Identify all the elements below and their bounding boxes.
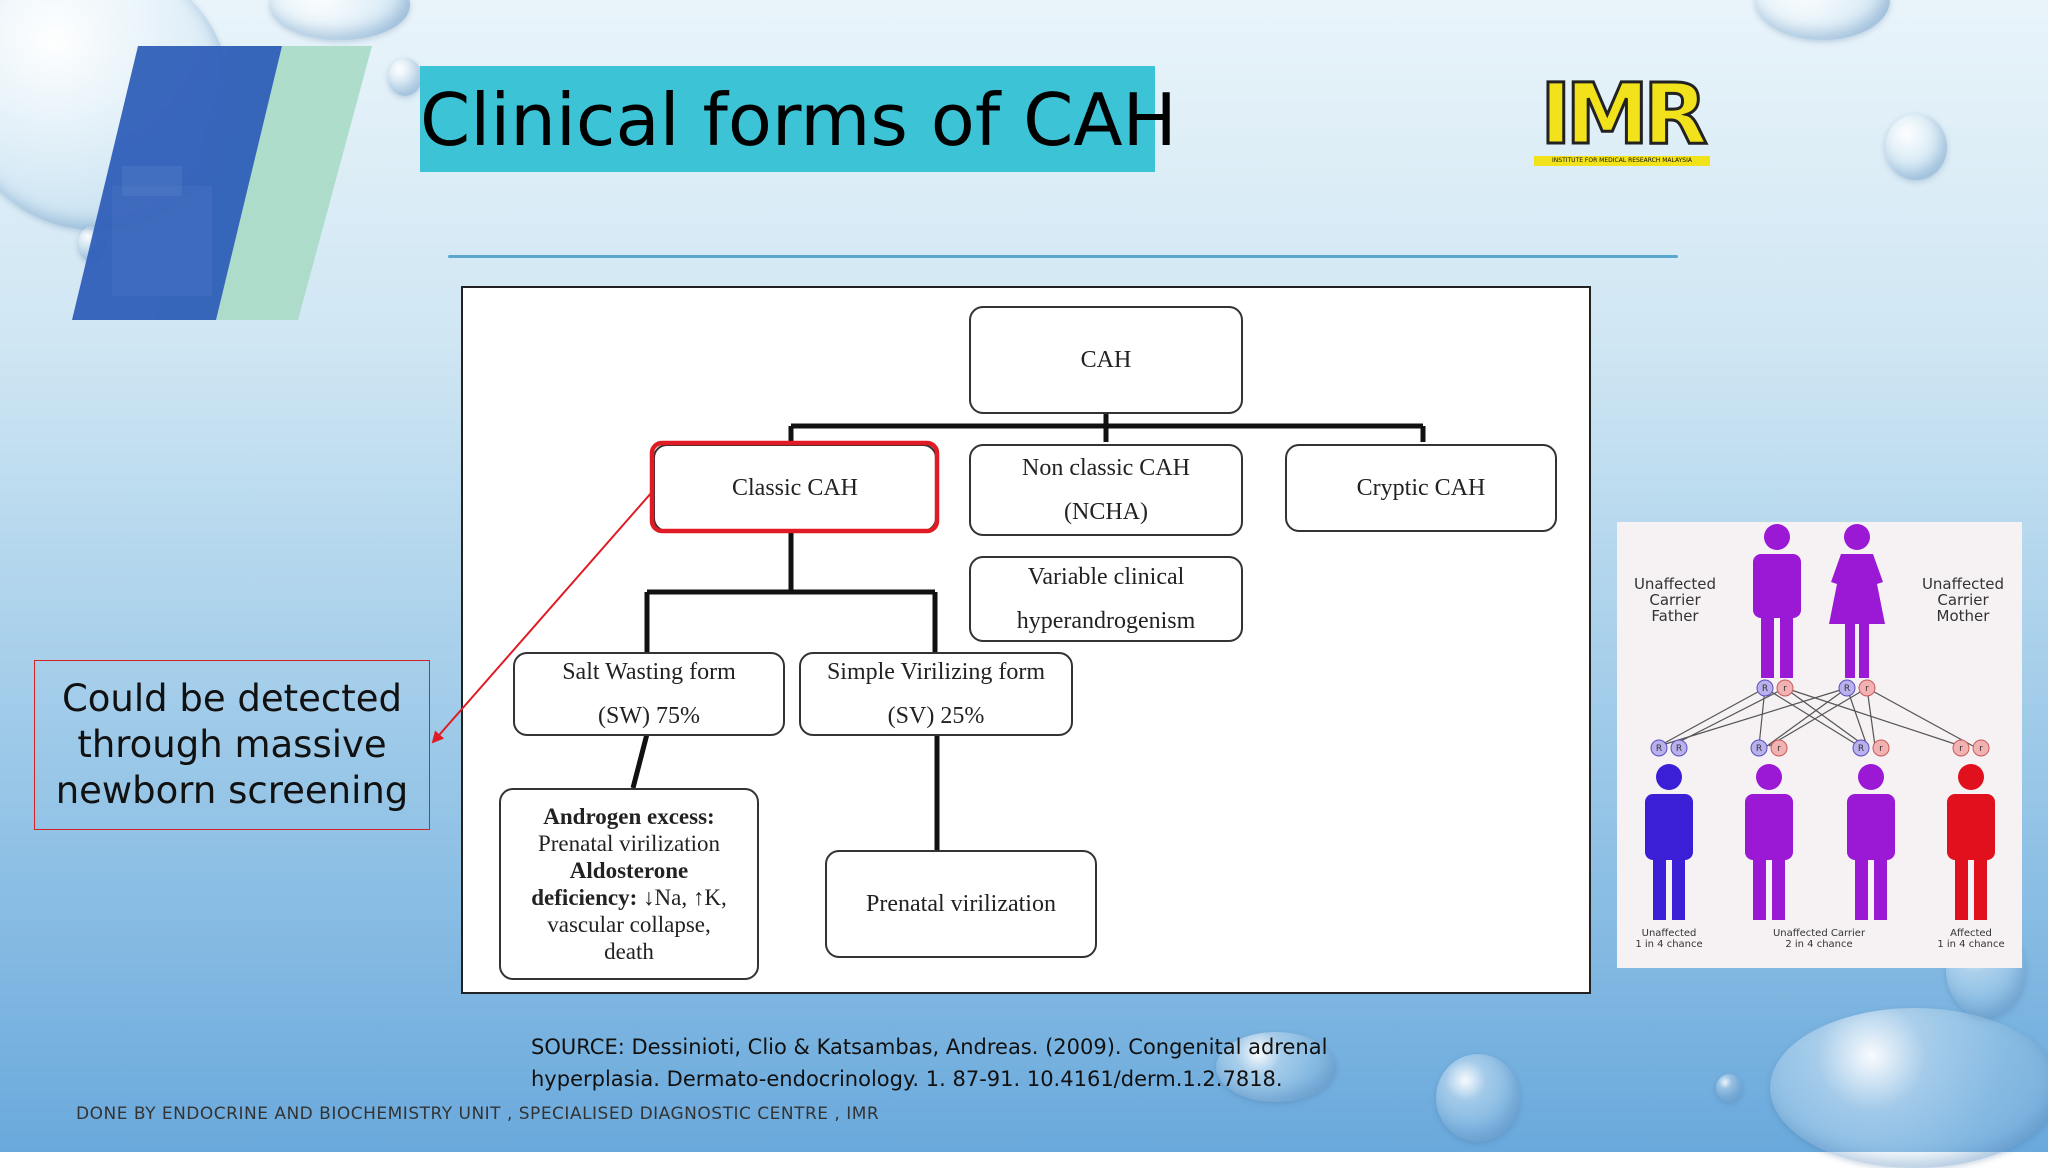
sw-detail-deficiency: deficiency:: [531, 885, 638, 910]
node-classic-cah: Classic CAH: [653, 444, 937, 532]
node-variable-hyperandrogenism: Variable clinical hyperandrogenism: [969, 556, 1243, 642]
inheritance-figures: R r R r R R R r R r r r: [1645, 524, 1995, 920]
classic-cah-highlight: [649, 440, 940, 534]
child-affected-icon: [1947, 764, 1995, 920]
father-label-line3: Father: [1651, 607, 1699, 625]
node-cryptic-label: Cryptic CAH: [1356, 475, 1486, 501]
father-label: Unaffected Carrier Father: [1629, 576, 1721, 624]
logo-text: IMR: [1539, 65, 1710, 163]
allele-icon: r: [1783, 684, 1787, 694]
child-label-affected-line1: Affected: [1950, 928, 1992, 939]
child-label-affected: Affected 1 in 4 chance: [1929, 928, 2013, 950]
child-label-affected-line2: 1 in 4 chance: [1937, 939, 2005, 950]
node-variable-line2: hyperandrogenism: [1016, 608, 1196, 634]
allele-icon: R: [1656, 744, 1662, 754]
child-label-carrier-line1: Unaffected Carrier: [1772, 928, 1866, 939]
autosomal-recessive-inheritance-image: Unaffected Carrier Father Unaffected Car…: [1617, 522, 2022, 968]
allele-icon: r: [1865, 684, 1869, 694]
node-sv-detail-label: Prenatal virilization: [866, 891, 1056, 917]
node-sw-line1: Salt Wasting form: [562, 659, 736, 685]
node-sw-line2: (SW) 75%: [598, 703, 700, 729]
node-non-classic-cah: Non classic CAH (NCHA): [969, 444, 1243, 536]
node-sv-line2: (SV) 25%: [887, 703, 985, 729]
father-figure-icon: [1753, 524, 1801, 678]
sw-detail-collapse: vascular collapse,: [547, 912, 711, 937]
node-simple-virilizing: Simple Virilizing form (SV) 25%: [799, 652, 1073, 736]
page-title: Clinical forms of CAH: [420, 78, 1177, 162]
bubble-decoration: [1770, 1008, 2048, 1168]
father-label-line2: Carrier: [1649, 591, 1701, 609]
child-label-unaffected-line1: Unaffected: [1641, 928, 1697, 939]
allele-icon: r: [1959, 744, 1963, 754]
node-cah: CAH: [969, 306, 1243, 414]
node-classic-cah-label: Classic CAH: [732, 475, 858, 501]
node-variable-line1: Variable clinical: [1027, 564, 1185, 590]
node-nonclassic-line2: (NCHA): [1064, 499, 1148, 525]
child-carrier-icon: [1847, 764, 1895, 920]
node-cryptic-cah: Cryptic CAH: [1285, 444, 1557, 532]
callout-line-3: newborn screening: [55, 769, 409, 812]
node-sw-detail: Androgen excess: Prenatal virilization A…: [499, 788, 759, 980]
callout-line-2: through massive: [77, 723, 387, 766]
source-citation: SOURCE: Dessinioti, Clio & Katsambas, An…: [531, 1031, 1361, 1095]
child-unaffected-icon: [1645, 764, 1693, 920]
node-salt-wasting: Salt Wasting form (SW) 75%: [513, 652, 785, 736]
bubble-decoration: [1436, 1054, 1520, 1142]
footer-credit: DONE BY ENDOCRINE AND BIOCHEMISTRY UNIT …: [76, 1104, 880, 1124]
mother-label: Unaffected Carrier Mother: [1917, 576, 2009, 624]
callout-line-1: Could be detected: [61, 677, 403, 720]
allele-icon: r: [1879, 744, 1883, 754]
sw-detail-prenatal: Prenatal virilization: [537, 831, 721, 856]
bubble-decoration: [388, 58, 422, 96]
source-line-1: SOURCE: Dessinioti, Clio & Katsambas, An…: [531, 1035, 1328, 1059]
newborn-screening-callout: Could be detected through massive newbor…: [34, 660, 430, 830]
bubble-decoration: [1716, 1074, 1742, 1102]
sw-detail-aldosterone: Aldosterone: [569, 858, 689, 883]
child-label-carrier-line2: 2 in 4 chance: [1785, 939, 1853, 950]
logo-subtitle: INSTITUTE FOR MEDICAL RESEARCH MALAYSIA: [1534, 156, 1710, 166]
allele-icon: R: [1756, 744, 1762, 754]
mother-figure-icon: [1829, 524, 1885, 678]
diagram-connectors: [630, 412, 1426, 850]
node-sv-detail: Prenatal virilization: [825, 850, 1097, 958]
child-carrier-icon: [1745, 764, 1793, 920]
node-sv-line1: Simple Virilizing form: [826, 659, 1046, 685]
allele-icon: R: [1844, 684, 1850, 694]
allele-icon: r: [1979, 744, 1983, 754]
mother-label-line2: Carrier: [1937, 591, 1989, 609]
bubble-decoration: [1216, 1032, 1336, 1102]
title-background: [420, 66, 1155, 172]
callout-arrow: [431, 491, 653, 744]
sw-detail-electrolytes: ↓Na, ↑K,: [637, 885, 727, 910]
bubble-decoration: [1885, 114, 1947, 180]
allele-icon: R: [1762, 684, 1768, 694]
sw-detail-androgen: Androgen excess:: [543, 804, 715, 829]
child-label-carrier: Unaffected Carrier 2 in 4 chance: [1747, 928, 1891, 950]
cah-flow-diagram: CAH Classic CAH Non classic CAH (NCHA) C…: [461, 286, 1591, 994]
title-underline: [448, 255, 1678, 258]
decorative-parallelogram: [72, 46, 372, 320]
child-label-unaffected: Unaffected 1 in 4 chance: [1627, 928, 1711, 950]
source-line-2: hyperplasia. Dermato-endocrinology. 1. 8…: [531, 1067, 1283, 1091]
allele-icon: R: [1676, 744, 1682, 754]
child-label-unaffected-line2: 1 in 4 chance: [1635, 939, 1703, 950]
node-cah-label: CAH: [1080, 347, 1132, 373]
imr-logo: IMR INSTITUTE FOR MEDICAL RESEARCH MALAY…: [1532, 65, 1710, 170]
mother-label-line3: Mother: [1936, 607, 1990, 625]
father-label-line1: Unaffected: [1633, 575, 1717, 593]
allele-icon: R: [1858, 744, 1864, 754]
allele-icon: r: [1777, 744, 1781, 754]
sw-detail-death: death: [604, 939, 654, 964]
mother-label-line1: Unaffected: [1921, 575, 2005, 593]
node-nonclassic-line1: Non classic CAH: [1022, 455, 1190, 481]
